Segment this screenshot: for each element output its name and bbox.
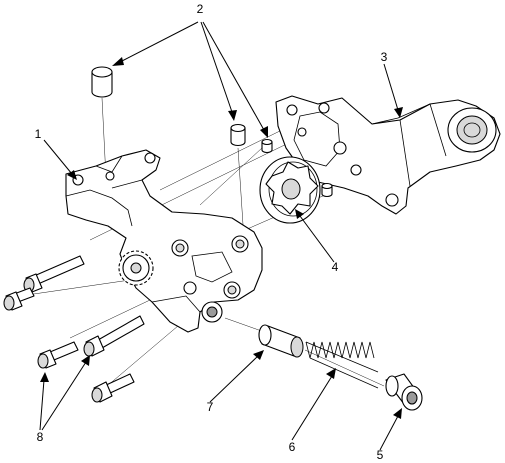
relief-spring	[305, 341, 379, 389]
callout-8: 8	[37, 430, 44, 444]
flange-bolt-short-lower	[91, 373, 135, 403]
callout-4: 4	[332, 260, 339, 274]
drive-gear	[118, 250, 154, 286]
oil-pump-body	[65, 149, 263, 333]
callout-labels: 2 1 3 4 5 6 7 8	[35, 2, 388, 462]
flange-bolt-long-lower	[3, 287, 35, 311]
flange-bolt-medium	[83, 315, 145, 357]
callout-7: 7	[207, 400, 214, 414]
dowel-pin-rotor-side	[321, 182, 333, 198]
dowel-pin-small	[261, 138, 273, 154]
callout-6: 6	[289, 440, 296, 454]
flange-bolts	[3, 255, 145, 403]
relief-valve-plug	[385, 373, 423, 411]
flange-bolt-long-upper	[23, 255, 85, 293]
relief-valve	[258, 324, 304, 358]
callout-1: 1	[35, 127, 42, 141]
dowel-pin-middle	[230, 123, 246, 147]
callout-5: 5	[377, 448, 384, 462]
inner-rotor	[259, 156, 321, 224]
flange-bolt-short-upper	[37, 341, 79, 369]
dowel-pin-large	[91, 66, 113, 98]
callout-2: 2	[197, 2, 204, 16]
dowel-pins	[91, 66, 333, 198]
callout-3: 3	[381, 50, 388, 64]
leader-lines	[39, 21, 403, 451]
